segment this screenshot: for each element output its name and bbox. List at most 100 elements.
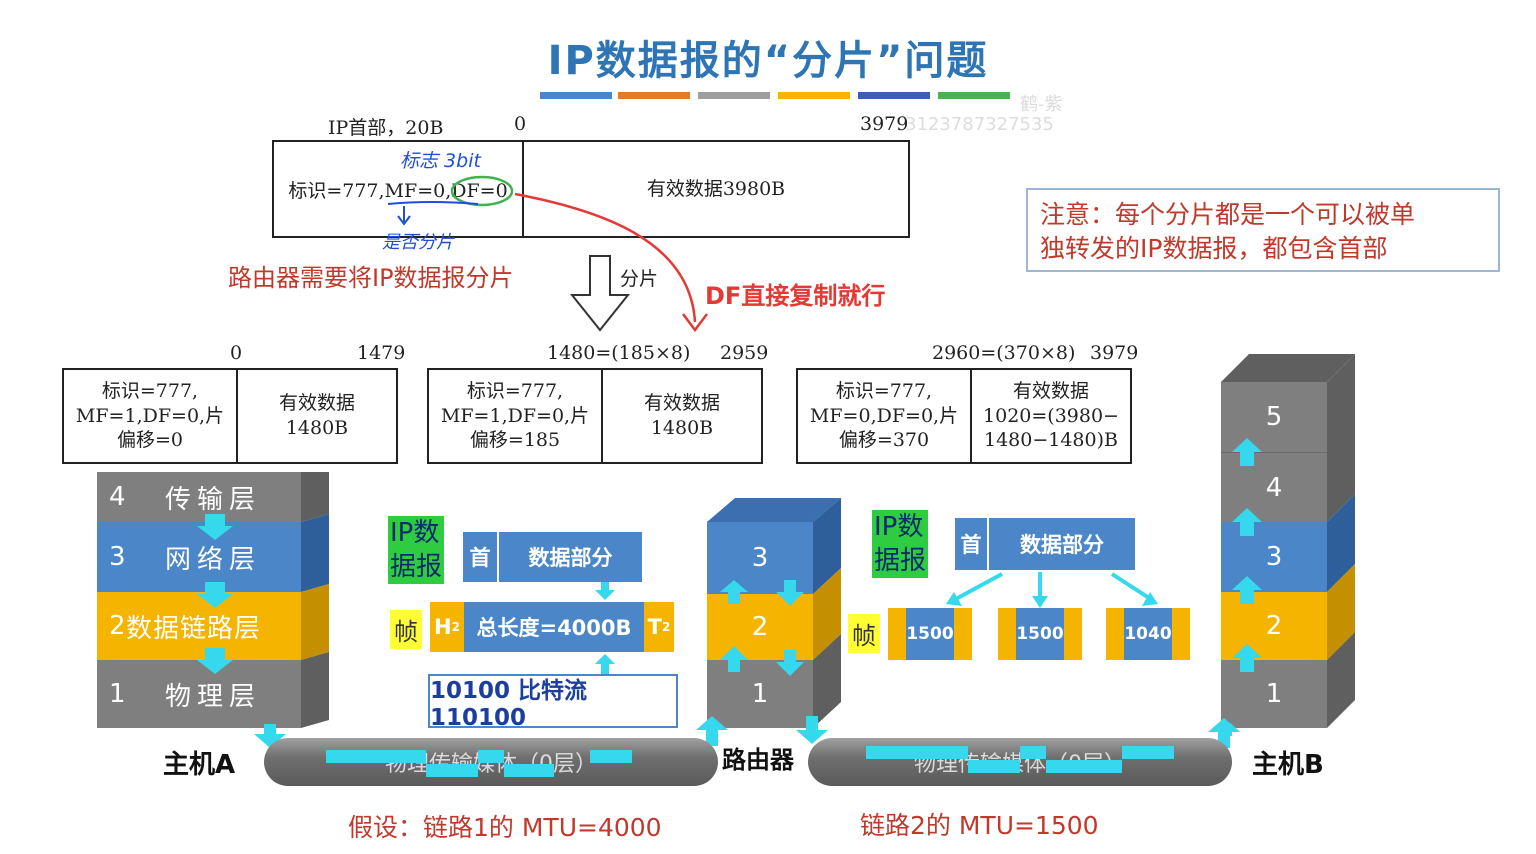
- host-b-layer-2: 2: [1221, 592, 1327, 660]
- down-arrow-icon: [1032, 596, 1048, 608]
- left-encap-arrow-2: [595, 654, 615, 674]
- down-right-arrow-icon: [1142, 592, 1158, 606]
- watermark-line2: 3123787327535: [905, 114, 1054, 135]
- handwritten-fragment-note: 是否分片: [382, 232, 454, 253]
- original-data-cell: 有效数据3980B: [524, 142, 908, 236]
- host-a-layer-3-name: 网络层: [164, 544, 261, 575]
- left-ip-data-block: 数据部分: [499, 532, 642, 582]
- original-data-text: 有效数据3980B: [646, 177, 786, 200]
- host-b-up-arrows: [1230, 438, 1262, 736]
- watermark-line1: 鹤-紫: [1020, 94, 1063, 115]
- bit-pulse: [478, 750, 504, 763]
- handwritten-down-arrow: [397, 206, 411, 226]
- link2-mtu-note: 链路2的 MTU=1500: [860, 811, 1099, 840]
- router-layer-2: 2: [707, 594, 813, 660]
- fragment-1-h1: 标识=777,: [101, 379, 199, 402]
- host-a-side: [301, 472, 329, 728]
- fragment-3-d1: 有效数据: [1012, 379, 1089, 402]
- host-b-layer-5: 5: [1221, 382, 1327, 452]
- original-datagram: 标识=777,MF=0,DF=0 有效数据3980B: [272, 140, 910, 238]
- bit-pulse: [866, 746, 968, 759]
- fragment-1-d2: 1480B: [285, 417, 349, 439]
- down-arrow-icon: [254, 724, 286, 748]
- right-fragment-2-size: 1500: [1016, 608, 1064, 660]
- link1-mtu-note: 假设：链路1的 MTU=4000: [348, 813, 662, 842]
- fragment-1-d1: 有效数据: [278, 392, 355, 415]
- host-b-top: [1221, 354, 1355, 382]
- router-pipe-arrows: [696, 716, 828, 746]
- bit-pulse: [504, 764, 554, 777]
- down-arrow-icon: [776, 580, 804, 606]
- bit-pulse: [326, 750, 426, 763]
- page-title: IP数据报的“分片”问题: [547, 38, 989, 84]
- host-a-layer-1-name: 物理层: [164, 681, 261, 712]
- df-highlight-circle: [450, 175, 514, 207]
- fragment-2-data: 有效数据 1480B: [603, 370, 761, 462]
- df-copy-arrowhead: [682, 313, 708, 333]
- router-arrows: [720, 580, 804, 676]
- up-arrow-icon: [1232, 576, 1262, 604]
- left-ip-datagram-tag: IP数 据报: [388, 516, 445, 584]
- fragment-3-offset-right: 3979: [1090, 342, 1139, 364]
- host-b-layer-2-num: 2: [1265, 611, 1283, 641]
- router-note: 路由器需要将IP数据报分片: [228, 264, 514, 292]
- host-a-layer-4-name: 传输层: [164, 484, 261, 515]
- down-arrow-icon: [796, 716, 828, 744]
- fragment-3-h2: MF=0,DF=0,片: [809, 404, 959, 427]
- fragment-2-offset-right: 2959: [720, 342, 769, 364]
- fragment-1-header: 标识=777, MF=1,DF=0,片 偏移=0: [64, 370, 238, 462]
- router-label: 路由器: [722, 746, 794, 774]
- fragment-1-offset-left: 0: [230, 342, 243, 364]
- left-ip-tag-line2: 据报: [390, 552, 443, 582]
- down-left-arrow-icon: [946, 592, 962, 606]
- fragment-2-d1: 有效数据: [643, 392, 720, 415]
- fragment-3-h3: 偏移=370: [838, 429, 930, 452]
- right-ip-tag-line2: 据报: [874, 546, 927, 576]
- bit-pulse: [1046, 760, 1122, 773]
- fragment-2-header: 标识=777, MF=1,DF=0,片 偏移=185: [429, 370, 603, 462]
- host-b-layer-1: 1: [1221, 660, 1327, 728]
- right-ip-tag-line1: IP数: [874, 512, 924, 542]
- host-a-layer-1-num: 1: [109, 679, 126, 709]
- up-arrow-icon: [1232, 644, 1262, 672]
- title-stripe-5: [858, 92, 930, 99]
- fragment-notice-line2: 独转发的IP数据报，都包含首部: [1040, 234, 1388, 263]
- up-arrow-icon: [720, 646, 748, 672]
- title-stripe-6: [938, 92, 1010, 99]
- fragment-down-arrow: [569, 255, 631, 332]
- bit-pulse: [1020, 746, 1046, 759]
- fragment-3-d2: 1020=(3980−: [983, 404, 1119, 427]
- fragment-1-h2: MF=1,DF=0,片: [75, 404, 225, 427]
- fragment-3-h1: 标识=777,: [835, 379, 933, 402]
- right-ip-datagram-tag: IP数 据报: [872, 510, 929, 578]
- host-b-label: 主机B: [1252, 750, 1324, 780]
- fragment-notice: 注意：每个分片都是一个可以被单 独转发的IP数据报，都包含首部: [1026, 188, 1500, 272]
- bit-pulse: [426, 764, 478, 777]
- right-fragment-3-size: 1040: [1124, 608, 1172, 660]
- handwritten-underline: [387, 201, 479, 205]
- fragment-arrow-label: 分片: [620, 268, 659, 290]
- title-stripe-2: [618, 92, 690, 99]
- fragment-1: 标识=777, MF=1,DF=0,片 偏移=0 有效数据 1480B: [62, 368, 398, 464]
- up-arrow-icon: [696, 716, 728, 746]
- left-ip-head-block: 首: [463, 532, 499, 582]
- down-arrow-icon: [776, 650, 804, 676]
- up-arrow-icon: [1232, 508, 1262, 536]
- left-frame-t-sub: 2: [661, 620, 671, 634]
- host-a-layer-1: 1 物理层: [97, 660, 301, 728]
- fragment-1-offset-right: 1479: [357, 342, 406, 364]
- router-layer-1: 1: [707, 660, 813, 728]
- bit-pulse: [1122, 746, 1174, 759]
- bitstream-box: 10100 比特流 110100: [428, 674, 678, 731]
- fragment-3: 标识=777, MF=0,DF=0,片 偏移=370 有效数据 1020=(39…: [796, 368, 1132, 464]
- host-a-layer-4: 4 传输层: [97, 472, 301, 522]
- host-b-layer-5-num: 5: [1265, 402, 1283, 432]
- fragment-1-h3: 偏移=0: [116, 429, 183, 452]
- fragment-3-offset-left: 2960=(370×8): [932, 342, 1076, 364]
- right-frame-fragment-1: 1500: [888, 608, 972, 660]
- right-frame-fragment-3: 1040: [1106, 608, 1190, 660]
- right-fragment-1-size: 1500: [906, 608, 954, 660]
